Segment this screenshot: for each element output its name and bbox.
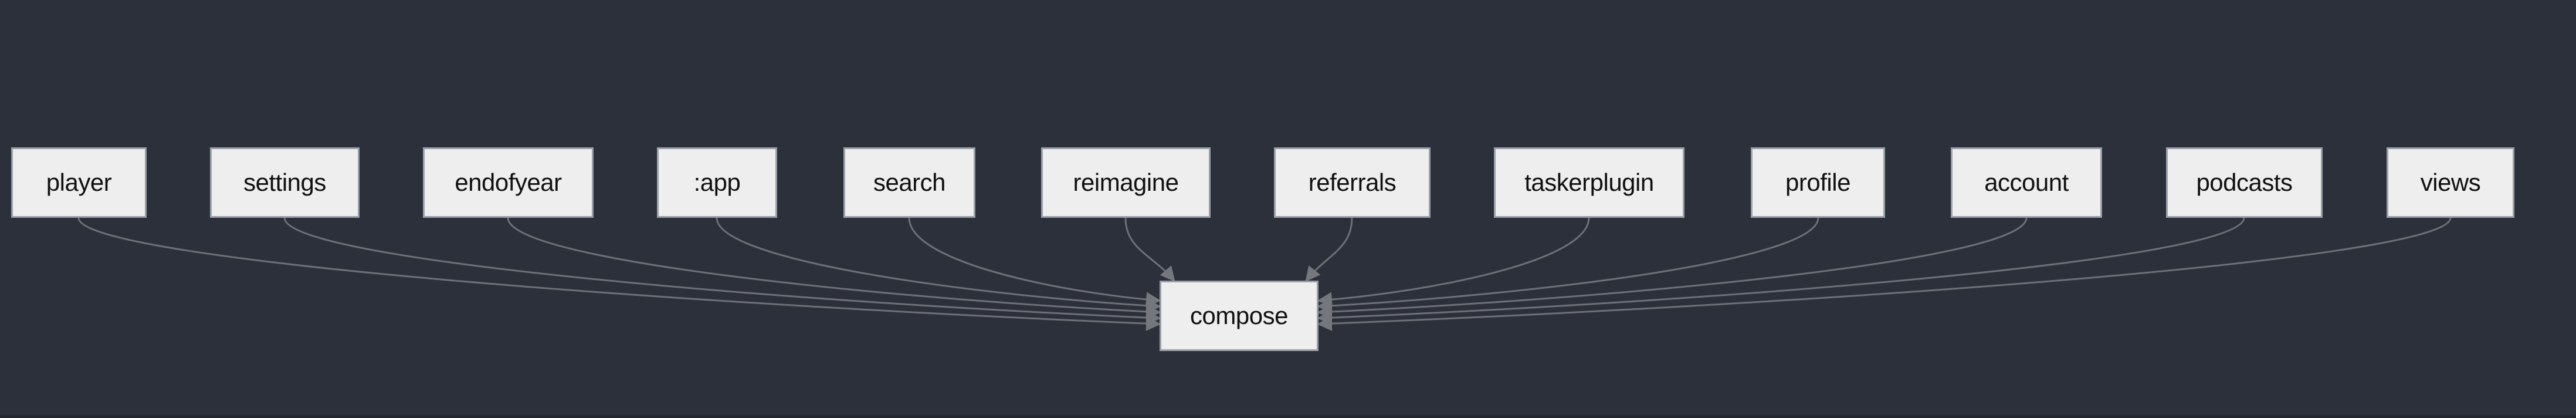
edge-taskerplugin-compose — [1317, 217, 1590, 307]
node-podcasts-label: podcasts — [2196, 168, 2293, 196]
edge-reimagine-compose — [1124, 217, 1175, 282]
node-account: account — [1951, 147, 2102, 218]
edge-search-compose — [908, 217, 1161, 307]
edge-app-compose — [716, 217, 1161, 314]
edge-podcasts-compose — [1317, 217, 2245, 325]
node-podcasts: podcasts — [2166, 147, 2323, 218]
node-player: player — [11, 147, 147, 218]
node-settings-label: settings — [243, 168, 326, 196]
node-search-label: search — [873, 168, 946, 196]
node-endofyear-label: endofyear — [455, 168, 562, 196]
node-taskerplugin-label: taskerplugin — [1524, 168, 1654, 196]
node-compose-label: compose — [1190, 302, 1288, 329]
node-reimagine: reimagine — [1041, 147, 1211, 218]
node-endofyear: endofyear — [423, 147, 594, 218]
node-settings: settings — [210, 147, 360, 218]
node-profile: profile — [1751, 147, 1885, 218]
edge-player-compose — [77, 217, 1161, 331]
node-account-label: account — [1984, 168, 2069, 196]
edge-endofyear-compose — [507, 217, 1161, 319]
node-profile-label: profile — [1785, 168, 1850, 196]
node-compose: compose — [1160, 281, 1318, 351]
node-referrals-label: referrals — [1308, 168, 1397, 196]
edge-profile-compose — [1317, 217, 1819, 314]
edge-settings-compose — [283, 217, 1161, 325]
node-views-label: views — [2420, 168, 2481, 196]
node-taskerplugin: taskerplugin — [1494, 147, 1684, 218]
node-reimagine-label: reimagine — [1073, 168, 1179, 196]
node-views: views — [2387, 147, 2514, 218]
node-referrals: referrals — [1274, 147, 1431, 218]
node-app: :app — [657, 147, 777, 218]
edge-referrals-compose — [1305, 217, 1353, 282]
node-player-label: player — [46, 168, 112, 196]
node-app-label: :app — [693, 168, 741, 196]
edge-account-compose — [1317, 217, 2028, 319]
bottom-edge-strip — [0, 415, 2576, 418]
edge-views-compose — [1317, 217, 2452, 331]
node-search: search — [843, 147, 975, 218]
